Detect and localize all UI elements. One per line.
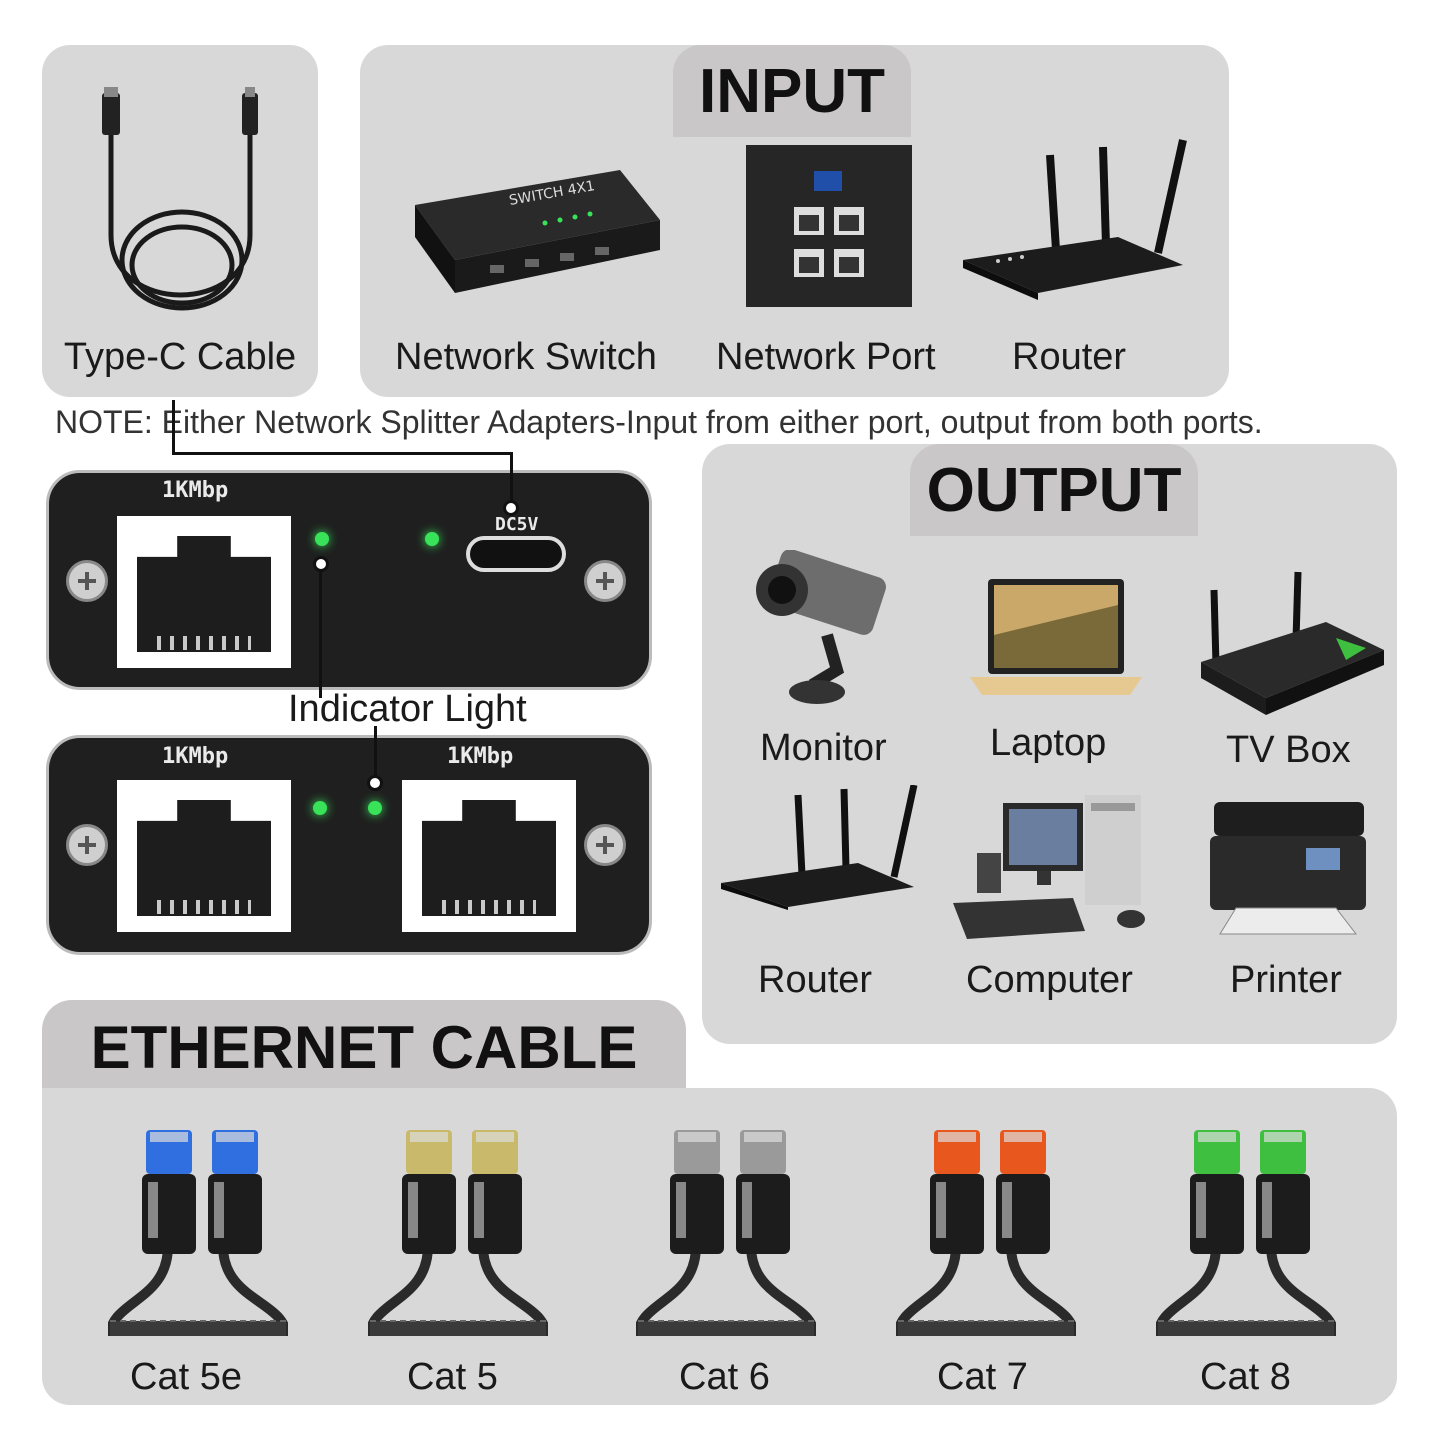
ethernet-cable-icon bbox=[896, 1130, 1076, 1337]
screw-icon bbox=[584, 560, 626, 602]
note-text: NOTE: Either Network Splitter Adapters-I… bbox=[55, 404, 1263, 440]
network-port-icon bbox=[746, 145, 912, 307]
cable-label: Cat 8 bbox=[1200, 1356, 1291, 1398]
output-title: OUTPUT bbox=[910, 444, 1198, 536]
tv-box-icon bbox=[1201, 571, 1384, 715]
callout-dot bbox=[367, 775, 383, 791]
input-label-network-switch: Network Switch bbox=[395, 336, 657, 378]
ethernet-cable-icon bbox=[636, 1130, 816, 1337]
camera-icon bbox=[756, 550, 886, 704]
ethernet-port-icon bbox=[402, 780, 576, 932]
cable-label: Cat 5e bbox=[130, 1356, 242, 1398]
network-switch-icon: SWITCH 4X1 bbox=[415, 170, 660, 293]
ethernet-cable-icon bbox=[368, 1130, 548, 1337]
ethernet-cable-icon bbox=[1156, 1130, 1336, 1337]
callout-dot bbox=[313, 556, 329, 572]
callout-line bbox=[374, 726, 377, 778]
cable-label: Cat 6 bbox=[679, 1356, 770, 1398]
ethernet-cable-icon bbox=[108, 1130, 288, 1337]
router-icon bbox=[721, 785, 918, 910]
ethernet-title: ETHERNET CABLE bbox=[42, 1000, 686, 1094]
output-label-computer: Computer bbox=[966, 959, 1133, 1001]
input-label-router: Router bbox=[1012, 336, 1127, 378]
output-label-laptop: Laptop bbox=[990, 722, 1107, 764]
dc-label: DC5V bbox=[495, 514, 539, 535]
screw-icon bbox=[66, 824, 108, 866]
output-label-router: Router bbox=[758, 959, 873, 1001]
ethernet-port-icon bbox=[117, 516, 291, 668]
cable-label: Cat 7 bbox=[937, 1356, 1028, 1398]
output-label-printer: Printer bbox=[1230, 959, 1342, 1001]
callout-dot bbox=[503, 500, 519, 516]
indicator-label: Indicator Light bbox=[288, 688, 527, 730]
indicator-led bbox=[315, 532, 329, 546]
type-c-cable-icon bbox=[102, 87, 258, 311]
callout-line bbox=[172, 400, 175, 455]
speed-label: 1KMbp bbox=[447, 744, 514, 769]
indicator-led bbox=[313, 801, 327, 815]
callout-line bbox=[172, 452, 513, 455]
output-label-tv-box: TV Box bbox=[1226, 729, 1351, 771]
printer-icon bbox=[1210, 802, 1366, 935]
indicator-led bbox=[425, 532, 439, 546]
callout-line bbox=[319, 570, 322, 698]
ethernet-port-icon bbox=[117, 780, 291, 932]
screw-icon bbox=[66, 560, 108, 602]
cable-label: Cat 5 bbox=[407, 1356, 498, 1398]
computer-icon bbox=[953, 795, 1145, 939]
indicator-led bbox=[368, 801, 382, 815]
router-icon bbox=[963, 139, 1187, 300]
type-c-label: Type-C Cable bbox=[63, 336, 297, 378]
type-c-panel bbox=[42, 45, 318, 397]
type-c-port-icon bbox=[466, 536, 566, 572]
laptop-icon bbox=[970, 579, 1142, 695]
input-label-network-port: Network Port bbox=[716, 336, 936, 378]
callout-line bbox=[510, 452, 513, 504]
speed-label: 1KMbp bbox=[162, 478, 229, 503]
output-label-monitor: Monitor bbox=[760, 727, 887, 769]
input-title: INPUT bbox=[673, 45, 911, 137]
screw-icon bbox=[584, 824, 626, 866]
speed-label: 1KMbp bbox=[162, 744, 229, 769]
output-panel bbox=[702, 444, 1397, 1044]
